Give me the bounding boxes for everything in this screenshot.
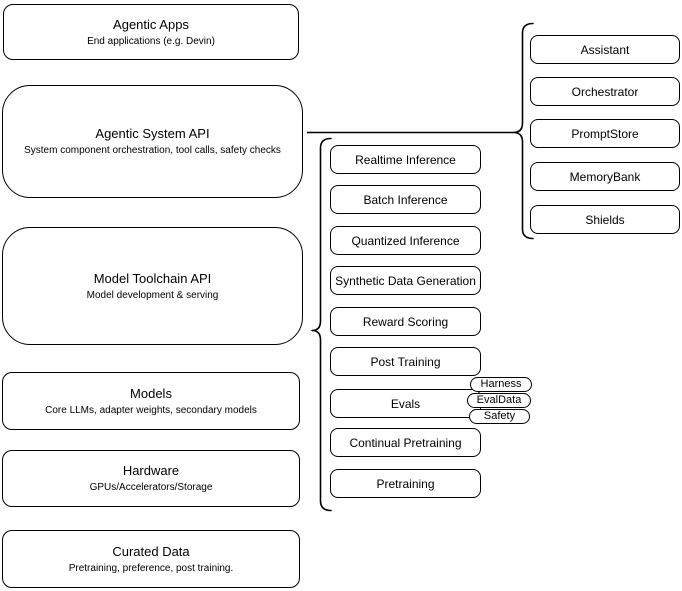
node-orchestrator: Orchestrator bbox=[530, 77, 680, 106]
node-assistant: Assistant bbox=[530, 35, 680, 64]
node-title: Hardware bbox=[122, 463, 180, 478]
node-subtitle: End applications (e.g. Devin) bbox=[87, 35, 215, 47]
node-hardware: Hardware GPUs/Accelerators/Storage bbox=[2, 450, 300, 507]
node-post-training: Post Training bbox=[330, 347, 481, 376]
node-model-toolchain-api: Model Toolchain API Model development & … bbox=[2, 227, 303, 345]
node-pretraining: Pretraining bbox=[330, 469, 481, 498]
tag-evaldata: EvalData bbox=[467, 393, 531, 408]
node-subtitle: Pretraining, preference, post training. bbox=[68, 562, 234, 574]
node-reward-scoring: Reward Scoring bbox=[330, 307, 481, 336]
node-quantized-inference: Quantized Inference bbox=[330, 226, 481, 255]
node-agentic-system-api: Agentic System API System component orch… bbox=[2, 85, 303, 198]
node-subtitle: System component orchestration, tool cal… bbox=[24, 145, 281, 156]
node-curated-data: Curated Data Pretraining, preference, po… bbox=[2, 530, 300, 588]
node-synthetic-data-generation: Synthetic Data Generation bbox=[330, 266, 481, 295]
node-subtitle: Model development & serving bbox=[86, 289, 219, 301]
node-continual-pretraining: Continual Pretraining bbox=[330, 428, 481, 457]
node-title: Model Toolchain API bbox=[93, 270, 212, 286]
node-agentic-apps: Agentic Apps End applications (e.g. Devi… bbox=[3, 4, 299, 60]
node-subtitle: GPUs/Accelerators/Storage bbox=[89, 482, 213, 493]
node-title: Curated Data bbox=[112, 543, 190, 559]
node-shields: Shields bbox=[530, 205, 680, 234]
tag-harness: Harness bbox=[470, 377, 532, 392]
node-batch-inference: Batch Inference bbox=[330, 185, 481, 214]
node-title: Agentic System API bbox=[95, 126, 210, 141]
node-promptstore: PromptStore bbox=[530, 119, 680, 148]
node-title: Models bbox=[130, 385, 172, 401]
node-title: Agentic Apps bbox=[113, 16, 189, 32]
node-memorybank: MemoryBank bbox=[530, 162, 680, 191]
node-models: Models Core LLMs, adapter weights, secon… bbox=[2, 372, 300, 430]
node-subtitle: Core LLMs, adapter weights, secondary mo… bbox=[45, 404, 257, 416]
tag-safety: Safety bbox=[469, 409, 530, 424]
node-evals: Evals bbox=[330, 389, 481, 418]
toolchain-brace bbox=[311, 137, 332, 512]
node-realtime-inference: Realtime Inference bbox=[330, 145, 481, 174]
